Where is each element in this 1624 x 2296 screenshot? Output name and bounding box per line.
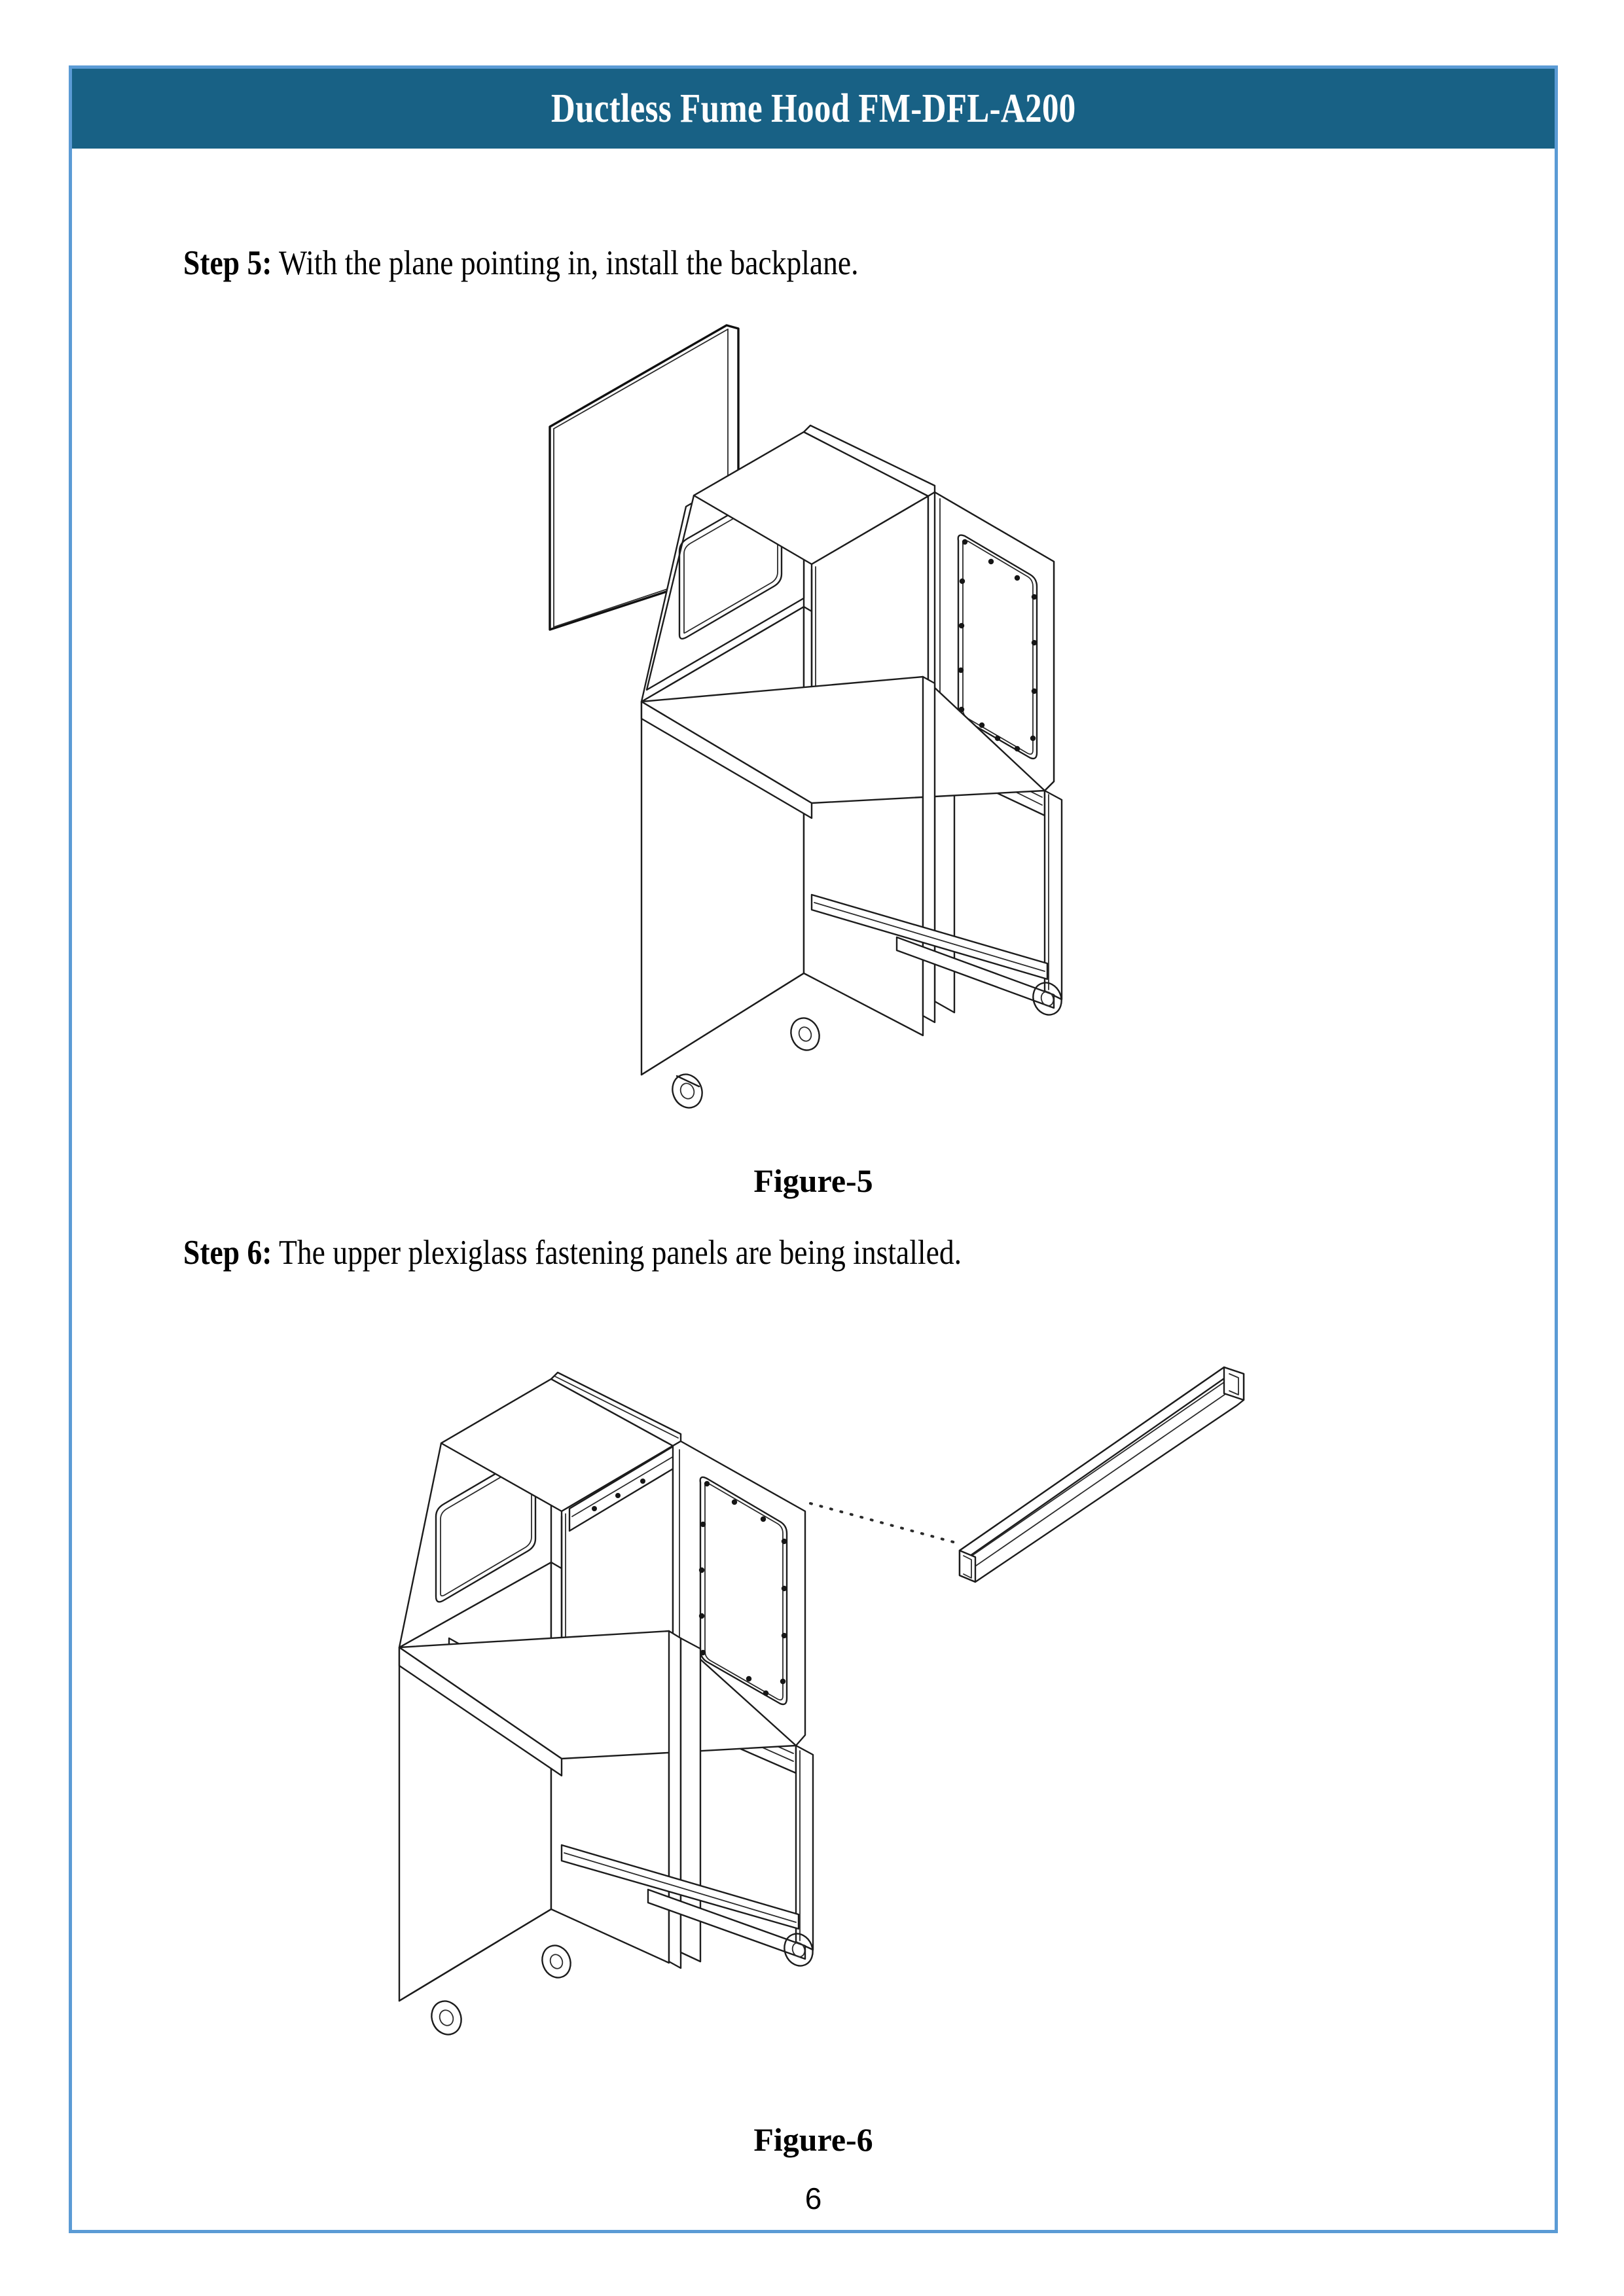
page-title: Ductless Fume Hood FM-DFL-A200 [550,86,1076,131]
step-5-label: Step 5: [183,244,272,282]
deck-front-rail [398,1646,563,1777]
page-border: Ductless Fume Hood FM-DFL-A200 Step 5: W… [69,65,1558,2233]
figure-5-caption: Figure-5 [753,1162,873,1199]
assembly-path-line [809,1502,957,1544]
figure-5-drawing [530,276,1276,1140]
figure-6-drawing [373,1300,1290,2099]
step-5-instruction: Step 5: With the plane pointing in, inst… [183,243,859,283]
front-right-leg [922,675,936,1024]
step-5-text: With the plane pointing in, install the … [272,244,859,282]
document-header: Ductless Fume Hood FM-DFL-A200 [72,69,1555,149]
caster-wheel-left [541,1945,571,1979]
hood-top-rim [550,1371,682,1447]
caster-wheel-front [672,1073,703,1109]
step-6-label: Step 6: [183,1234,272,1272]
caster-wheel-left [790,1017,820,1051]
caster-wheel-right [784,1933,814,1967]
front-right-leg [668,1630,682,1969]
cross-brace-rail [810,893,1055,1009]
deck-front-rail [640,700,813,819]
caster-wheel-front [431,2000,462,2036]
cross-brace-rail [560,1844,806,1960]
step-6-text: The upper plexiglass fastening panels ar… [272,1234,962,1272]
page-content: Step 5: With the plane pointing in, inst… [72,149,1555,2230]
plexiglass-fastening-rail [958,1366,1245,1583]
caster-wheel-right [1032,982,1062,1016]
step-6-instruction: Step 6: The upper plexiglass fastening p… [183,1233,962,1272]
page-number: 6 [804,2181,822,2215]
figure-6-caption: Figure-6 [753,2121,873,2158]
hood-top-rim [803,424,936,497]
